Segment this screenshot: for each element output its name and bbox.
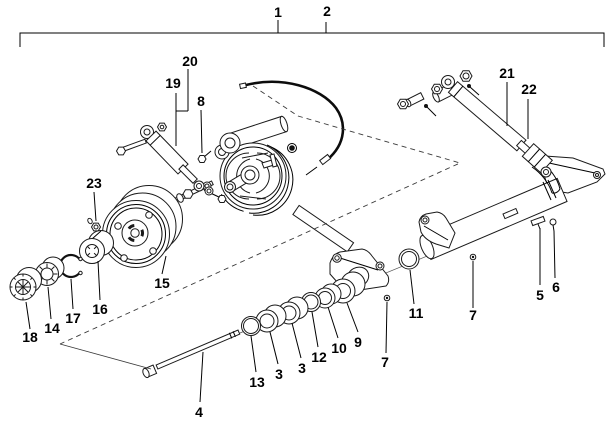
- brake-cable: [238, 80, 345, 176]
- callout-label-6: 6: [552, 279, 560, 295]
- bushing-part-3a: [255, 304, 287, 333]
- callout-label-3b: 3: [298, 360, 306, 376]
- group-bracket: [19, 20, 605, 47]
- dashed-guide-lines: [59, 85, 462, 370]
- callout-leader-lines: [25, 69, 556, 403]
- callout-label-20: 20: [182, 53, 198, 69]
- brake-shoes: [225, 152, 281, 200]
- callout-label-7a: 7: [381, 354, 389, 370]
- lower-linkage: [203, 186, 227, 203]
- hub-spacer-part-16: [79, 230, 114, 264]
- screw-part-7-right: [469, 253, 477, 261]
- brake-cam-lever: [261, 153, 278, 169]
- brake-backing-plate-assembly: [176, 115, 355, 253]
- bushing-part-9: [330, 271, 366, 304]
- bushing-part-3b: [277, 296, 309, 325]
- callout-label-7b: 7: [469, 307, 477, 323]
- callout-label-17: 17: [65, 310, 81, 326]
- callout-label-11: 11: [409, 305, 424, 321]
- callout-label-21: 21: [499, 65, 515, 81]
- small-bolt: [287, 143, 297, 153]
- callout-label-4: 4: [195, 404, 203, 420]
- callout-label-3a: 3: [275, 366, 283, 382]
- axle-bolt: [142, 329, 241, 379]
- swingarm-left-arm: [292, 204, 355, 253]
- swingarm-bracket-right: [418, 211, 456, 249]
- shock-absorber-right: [441, 75, 554, 178]
- callout-label-10: 10: [331, 340, 347, 356]
- swingarm: [418, 155, 606, 261]
- hub-cap-part-18: [9, 267, 42, 301]
- hub-and-axle-stub: [224, 165, 260, 193]
- pivot-boss: [214, 132, 241, 160]
- ring-part-10: [314, 283, 342, 309]
- callout-label-15: 15: [154, 275, 170, 291]
- screw-part-6: [549, 218, 557, 232]
- brake-drum: [102, 185, 183, 268]
- shock-absorber-left: [115, 122, 227, 203]
- ring-part-13: [241, 316, 261, 336]
- callout-label-18: 18: [22, 329, 38, 345]
- swingarm-tube: [419, 177, 568, 261]
- callout-label-19: 19: [165, 75, 181, 91]
- drum-hub-slots: [127, 224, 145, 242]
- callout-label-16: 16: [92, 301, 108, 317]
- callout-labels: 1 2 20 19 8 21 22 23 15 16 17 14 18 13 3…: [22, 3, 560, 420]
- screw-part-7-left: [383, 294, 391, 302]
- callout-label-5: 5: [536, 287, 544, 303]
- callout-label-1: 1: [274, 4, 282, 20]
- pin-part-5: [530, 215, 546, 230]
- bolt-part-8: [197, 150, 212, 163]
- callout-label-8: 8: [197, 93, 205, 109]
- callout-label-9: 9: [354, 334, 362, 350]
- ring-part-11: [398, 248, 420, 270]
- callout-label-14: 14: [44, 320, 60, 336]
- callout-label-23: 23: [86, 175, 102, 191]
- nut-part-23: [87, 217, 102, 232]
- callout-label-12: 12: [311, 349, 327, 365]
- callout-label-2: 2: [323, 3, 331, 19]
- callout-label-22: 22: [521, 81, 537, 97]
- shock-mount-bolt-left: [115, 122, 168, 156]
- callout-label-13: 13: [249, 374, 265, 390]
